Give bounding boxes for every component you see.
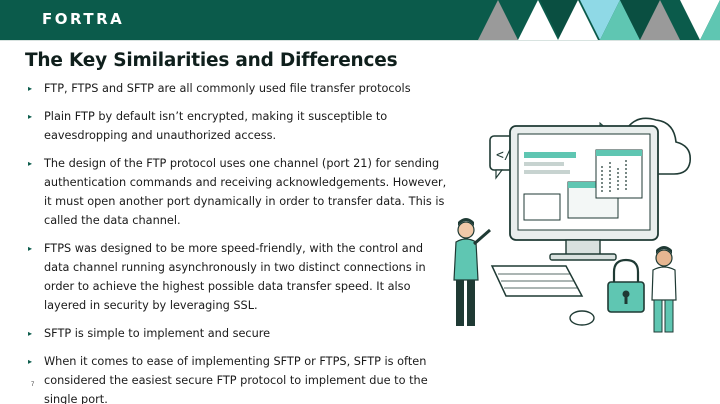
bullet-text: FTPS was designed to be more speed-frien… — [44, 242, 426, 312]
fortra-logo: FORTRA — [42, 10, 125, 28]
bullet-list: ▸ FTP, FTPS and SFTP are all commonly use… — [28, 79, 448, 404]
keyboard-icon — [490, 265, 584, 297]
header-bar: FORTRA — [0, 0, 720, 40]
illustration: </> — [453, 117, 692, 333]
bullet-item: ▸ FTPS was designed to be more speed-frie… — [28, 239, 448, 315]
decorative-triangles — [478, 0, 720, 40]
page-number: 7 — [31, 382, 35, 388]
mouse-icon — [569, 310, 595, 326]
bullet-marker: ▸ — [28, 357, 33, 366]
bullet-marker: ▸ — [28, 244, 33, 253]
bullet-marker: ▸ — [28, 329, 33, 338]
slide-title: The Key Similarities and Differences — [25, 50, 398, 71]
bullet-marker: ▸ — [28, 112, 33, 121]
bullet-marker: ▸ — [28, 159, 33, 168]
bullet-item: ▸ SFTP is simple to implement and secure — [28, 324, 448, 343]
bullet-text: The design of the FTP protocol uses one … — [44, 157, 447, 227]
bullet-marker: ▸ — [28, 84, 33, 93]
bullet-text: Plain FTP by default isn’t encrypted, ma… — [44, 110, 388, 142]
bullet-item: ▸ Plain FTP by default isn’t encrypted, m… — [28, 107, 448, 145]
lock-icon — [607, 258, 645, 313]
bullet-text: SFTP is simple to implement and secure — [44, 327, 271, 340]
bullet-text: FTP, FTPS and SFTP are all commonly used… — [44, 82, 411, 95]
bullet-item: ▸ FTP, FTPS and SFTP are all commonly use… — [28, 79, 448, 98]
bullet-text: When it comes to ease of implementing SF… — [44, 355, 428, 404]
bullet-item: ▸ The design of the FTP protocol uses one… — [28, 154, 448, 230]
person-icon — [453, 218, 491, 326]
header-divider — [0, 40, 720, 41]
monitor-icon — [509, 125, 659, 261]
person-icon — [651, 246, 677, 333]
bullet-item: ▸ When it comes to ease of implementing S… — [28, 352, 448, 404]
